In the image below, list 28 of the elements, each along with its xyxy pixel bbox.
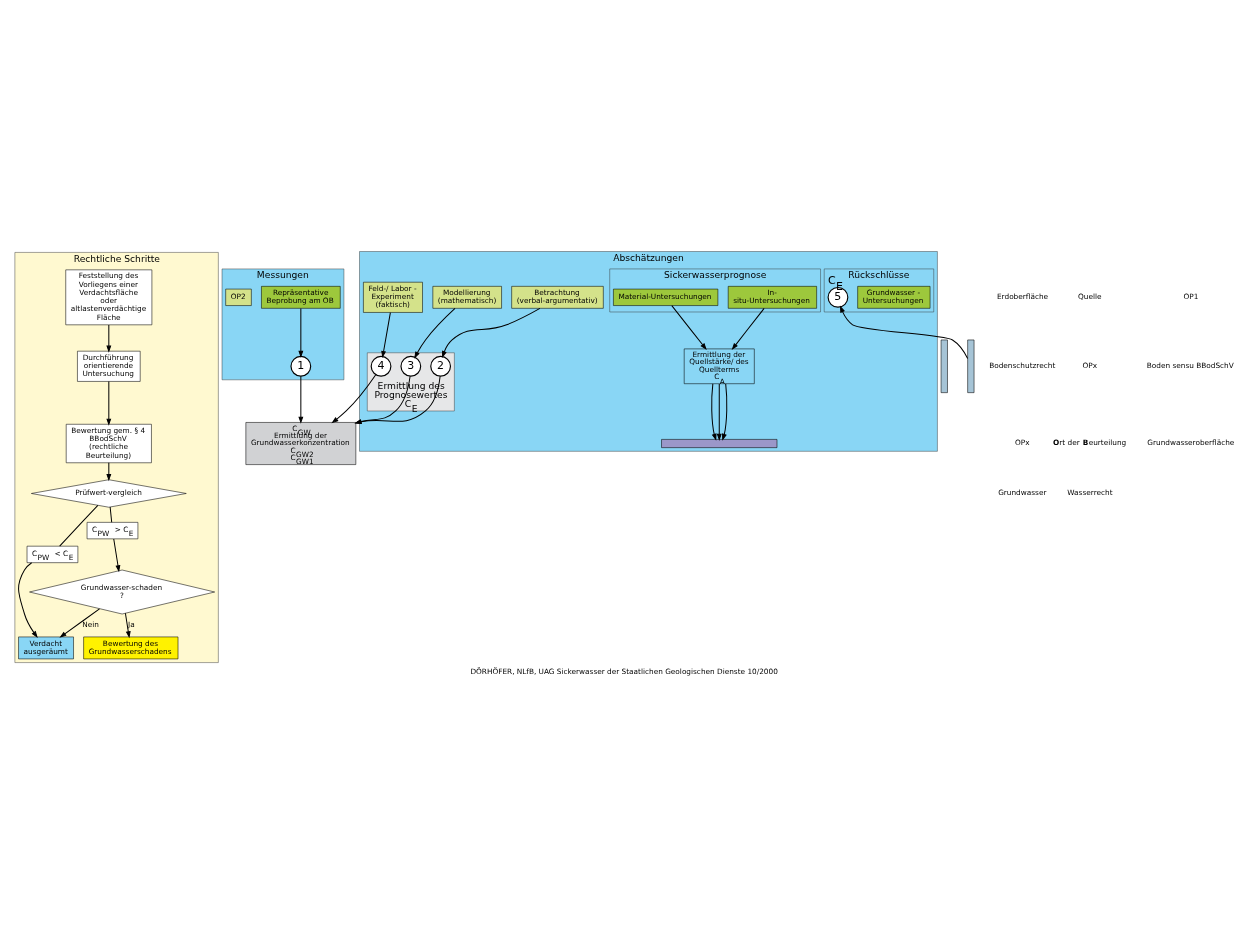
connector	[59, 504, 99, 547]
arrow	[711, 382, 717, 441]
node-circle: 3	[400, 355, 422, 377]
arrow	[124, 612, 131, 638]
arrow	[414, 307, 456, 359]
arrow	[839, 305, 969, 359]
arrow	[106, 323, 112, 353]
arrow	[381, 311, 391, 358]
node-bar	[940, 339, 948, 393]
node-circle: 1	[290, 355, 312, 377]
connector	[109, 506, 113, 523]
arrow	[298, 307, 304, 358]
arrow	[331, 373, 377, 423]
arrow	[59, 607, 100, 638]
arrow	[113, 537, 121, 572]
node-bar	[661, 438, 778, 448]
arrow	[298, 375, 304, 424]
arrow	[722, 382, 728, 441]
arrow	[106, 380, 112, 426]
node-circle: 2	[430, 355, 452, 377]
arrow	[716, 382, 722, 441]
node-circle: 4	[370, 355, 392, 377]
arrow	[442, 307, 541, 358]
node-bar	[967, 339, 975, 393]
arrow	[671, 304, 707, 350]
arrow	[18, 561, 38, 638]
arrow	[731, 307, 765, 350]
arrow	[106, 461, 112, 481]
